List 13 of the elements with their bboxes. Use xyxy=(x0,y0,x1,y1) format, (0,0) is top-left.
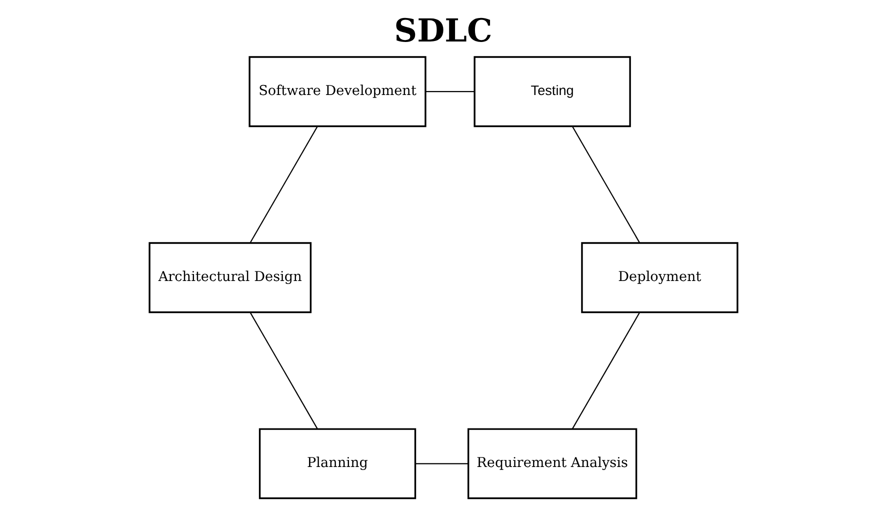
diagram-title: SDLC xyxy=(394,12,492,50)
connector xyxy=(425,91,474,92)
node-box: Deployment xyxy=(580,242,738,314)
node-box: Architectural Design xyxy=(148,242,312,314)
node-box: Requirement Analysis xyxy=(466,428,637,500)
connector xyxy=(572,126,640,244)
connector xyxy=(249,312,318,429)
connector xyxy=(415,463,468,464)
node-box: Software Development xyxy=(248,56,426,128)
node-box: Testing xyxy=(473,56,630,128)
node-box: Planning xyxy=(258,428,416,500)
connector xyxy=(571,312,640,430)
connector xyxy=(249,126,318,243)
